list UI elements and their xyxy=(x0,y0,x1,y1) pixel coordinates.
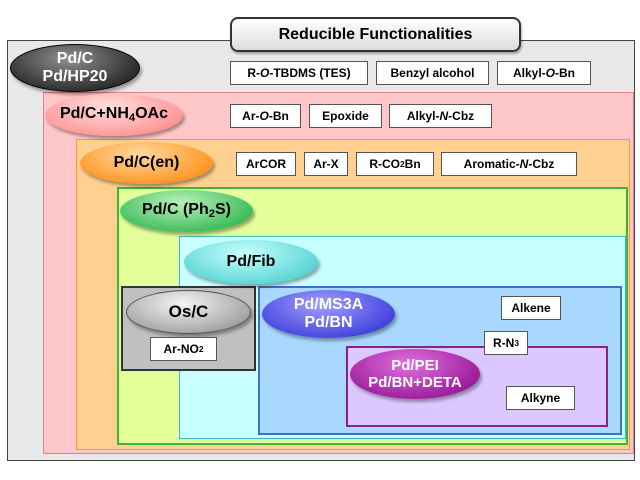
catalyst-pd-pei-line2: Pd/BN+DETA xyxy=(368,374,462,391)
catalyst-pd-pei-line1: Pd/PEI xyxy=(391,356,439,374)
catalyst-pd-ms3a-line2: Pd/BN xyxy=(304,314,353,331)
catalyst-pdc-en: Pd/C(en) xyxy=(80,142,213,184)
func-aromatic-n-cbz: Aromatic-N-Cbz xyxy=(441,152,577,176)
func-alkyne: Alkyne xyxy=(506,386,575,410)
func-alkene: Alkene xyxy=(501,296,561,320)
catalyst-pd-fib-label: Pd/Fib xyxy=(226,252,276,270)
catalyst-pdc-nh4oac-part1: Pd/C+NH xyxy=(59,105,129,123)
catalyst-pd-pei: Pd/PEI Pd/BN+DETA xyxy=(350,349,480,399)
func-ar-x: Ar-X xyxy=(304,152,348,176)
catalyst-pd-ms3a-line1: Pd/MS3A xyxy=(293,295,364,313)
catalyst-pdc-hp20: Pd/C Pd/HP20 xyxy=(10,44,140,92)
catalyst-pd-ms3a: Pd/MS3A Pd/BN xyxy=(262,290,395,338)
catalyst-pdc-en-label: Pd/C(en) xyxy=(113,153,180,171)
catalyst-os-c: Os/C xyxy=(126,290,251,334)
func-alkyl-n-cbz: Alkyl-N-Cbz xyxy=(389,104,492,128)
func-r-o-tbdms: R-O-TBDMS (TES) xyxy=(230,61,368,85)
catalyst-pdc-ph2s-sub: 2 xyxy=(208,207,215,220)
func-benzyl-alcohol: Benzyl alcohol xyxy=(376,61,489,85)
func-epoxide: Epoxide xyxy=(309,104,382,128)
func-alkyl-o-bn: Alkyl-O-Bn xyxy=(497,61,591,85)
catalyst-pd-fib: Pd/Fib xyxy=(184,240,318,284)
catalyst-pdc-ph2s-part2: S) xyxy=(214,201,231,219)
diagram-title: Reducible Functionalities xyxy=(230,17,521,52)
func-arcor: ArCOR xyxy=(236,152,296,176)
catalyst-pdc-nh4oac-part2: OAc xyxy=(135,105,169,123)
catalyst-pdc-hp20-line1: Pd/C xyxy=(56,49,94,67)
catalyst-pdc-nh4oac-sub: 4 xyxy=(128,111,136,124)
func-ar-o-bn: Ar-O-Bn xyxy=(230,104,301,128)
catalyst-pdc-hp20-line2: Pd/HP20 xyxy=(42,68,108,85)
catalyst-os-c-label: Os/C xyxy=(168,302,209,322)
catalyst-pdc-ph2s: Pd/C (Ph2S) xyxy=(120,190,253,232)
catalyst-pdc-nh4oac: Pd/C+NH4OAc xyxy=(45,94,183,136)
catalyst-pdc-ph2s-part1: Pd/C (Ph xyxy=(142,201,209,219)
